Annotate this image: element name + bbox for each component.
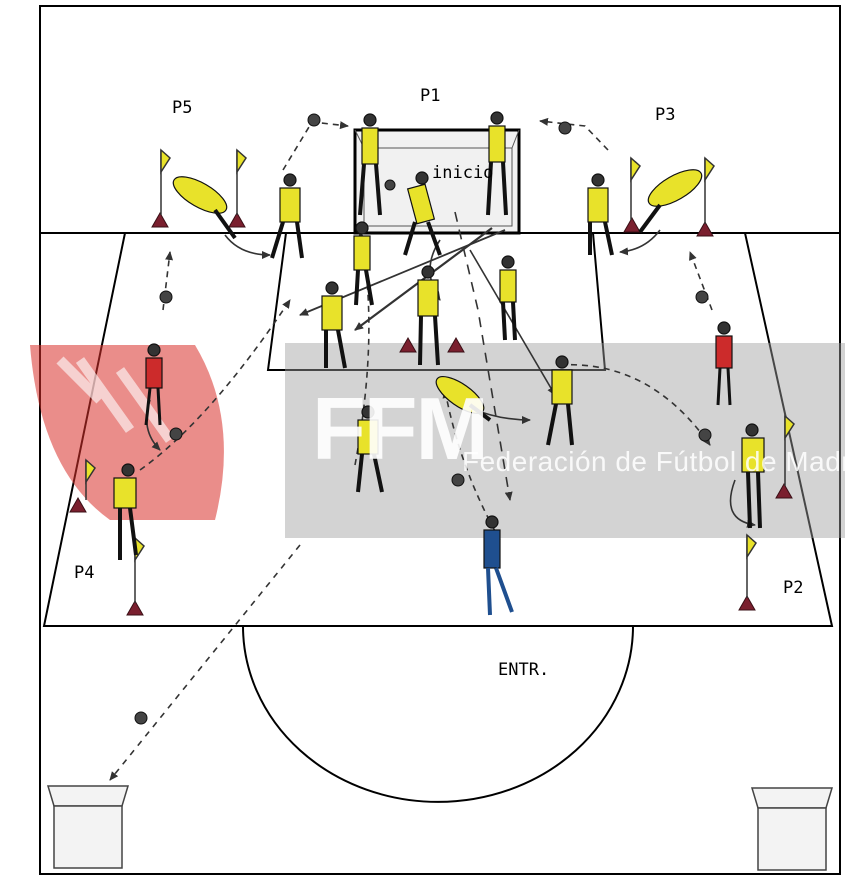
label-p4: P4 [74,565,94,582]
watermark-logo: FFM [312,385,487,473]
ball-icon [699,429,711,441]
goalkeeper-figure [500,256,516,340]
flag-icon [747,535,756,598]
ball-icon [696,291,708,303]
penalty-arc [243,626,633,802]
flag-icon [237,150,246,215]
cone-icon [739,596,755,610]
label-p2: P2 [783,580,803,597]
label-p3: P3 [655,107,675,124]
ball-icon [170,428,182,440]
ball-icon [135,712,147,724]
ball-boxes [48,786,832,870]
label-p1: P1 [420,88,440,105]
pass-arrow [540,121,608,150]
label-p5: P5 [172,100,192,117]
ball-icon [308,114,320,126]
cone-icon [127,601,143,615]
cone-icon [152,213,168,227]
goalkeeper-figure [640,163,707,232]
flag-icon [631,158,640,220]
movement-arrow [225,235,270,255]
ball-icon [160,291,172,303]
cone-icon [70,498,86,512]
goalkeeper-figure [168,170,235,238]
ball-icon [559,122,571,134]
cone-icon [229,213,245,227]
pass-arrow [283,122,348,170]
ball-box-icon [48,786,128,868]
flag-icon [161,150,170,215]
goalkeeper-figure [272,174,302,258]
cone-icon [697,222,713,236]
label-inicio: inicio [432,165,493,182]
ball-icon [385,180,395,190]
label-coach: ENTR. [498,662,549,679]
flag-icon [705,158,714,224]
cone-icon [624,218,640,232]
watermark-text: Federación de Fútbol de Madrid [462,446,845,478]
goalkeeper-figure [588,174,612,255]
pass-arrow [110,545,300,780]
ball-box-icon [752,788,832,870]
